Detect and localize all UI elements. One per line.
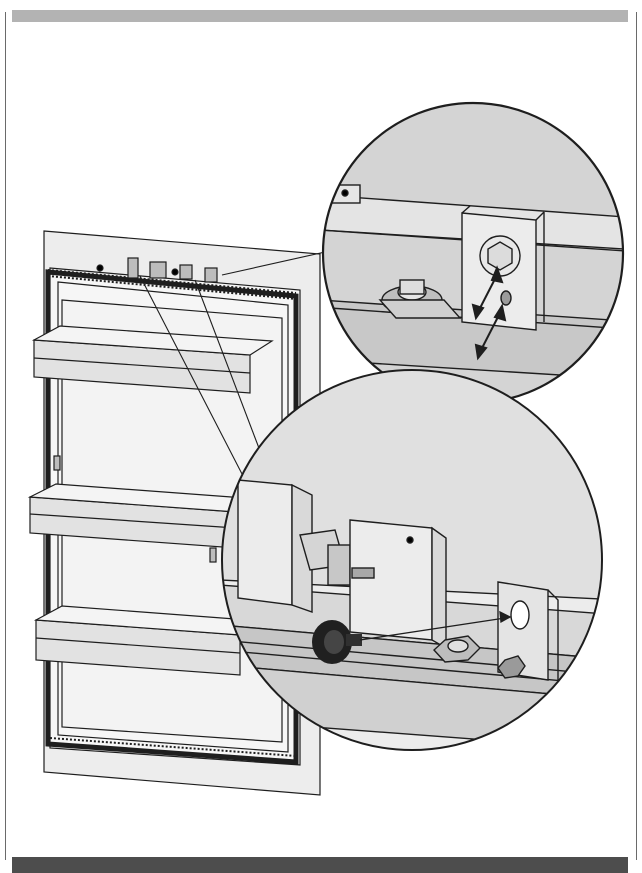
header-bar <box>12 10 628 22</box>
footer-bar <box>12 857 628 873</box>
lower-zoom-circle <box>221 369 603 751</box>
adjustment-arrow-icon <box>474 303 507 361</box>
top-hinge-brackets <box>96 257 218 283</box>
side-tab <box>209 547 217 563</box>
gasket-inner <box>57 281 289 753</box>
page-frame-left <box>5 12 6 860</box>
upper-zoom-circle <box>321 101 625 405</box>
gasket-bottom-texture <box>49 737 297 763</box>
gasket-top-texture <box>47 269 297 300</box>
page-frame-right <box>636 12 637 860</box>
door-gasket <box>45 269 299 765</box>
adjustment-screw-icon <box>312 620 362 664</box>
door-shelf-top <box>31 325 274 394</box>
side-tab <box>53 455 61 471</box>
adjustment-arrow-icon <box>471 265 504 321</box>
refrigerator-door <box>27 230 321 796</box>
top-hinge-callout <box>221 251 326 276</box>
screw-target-arrow <box>359 610 512 641</box>
